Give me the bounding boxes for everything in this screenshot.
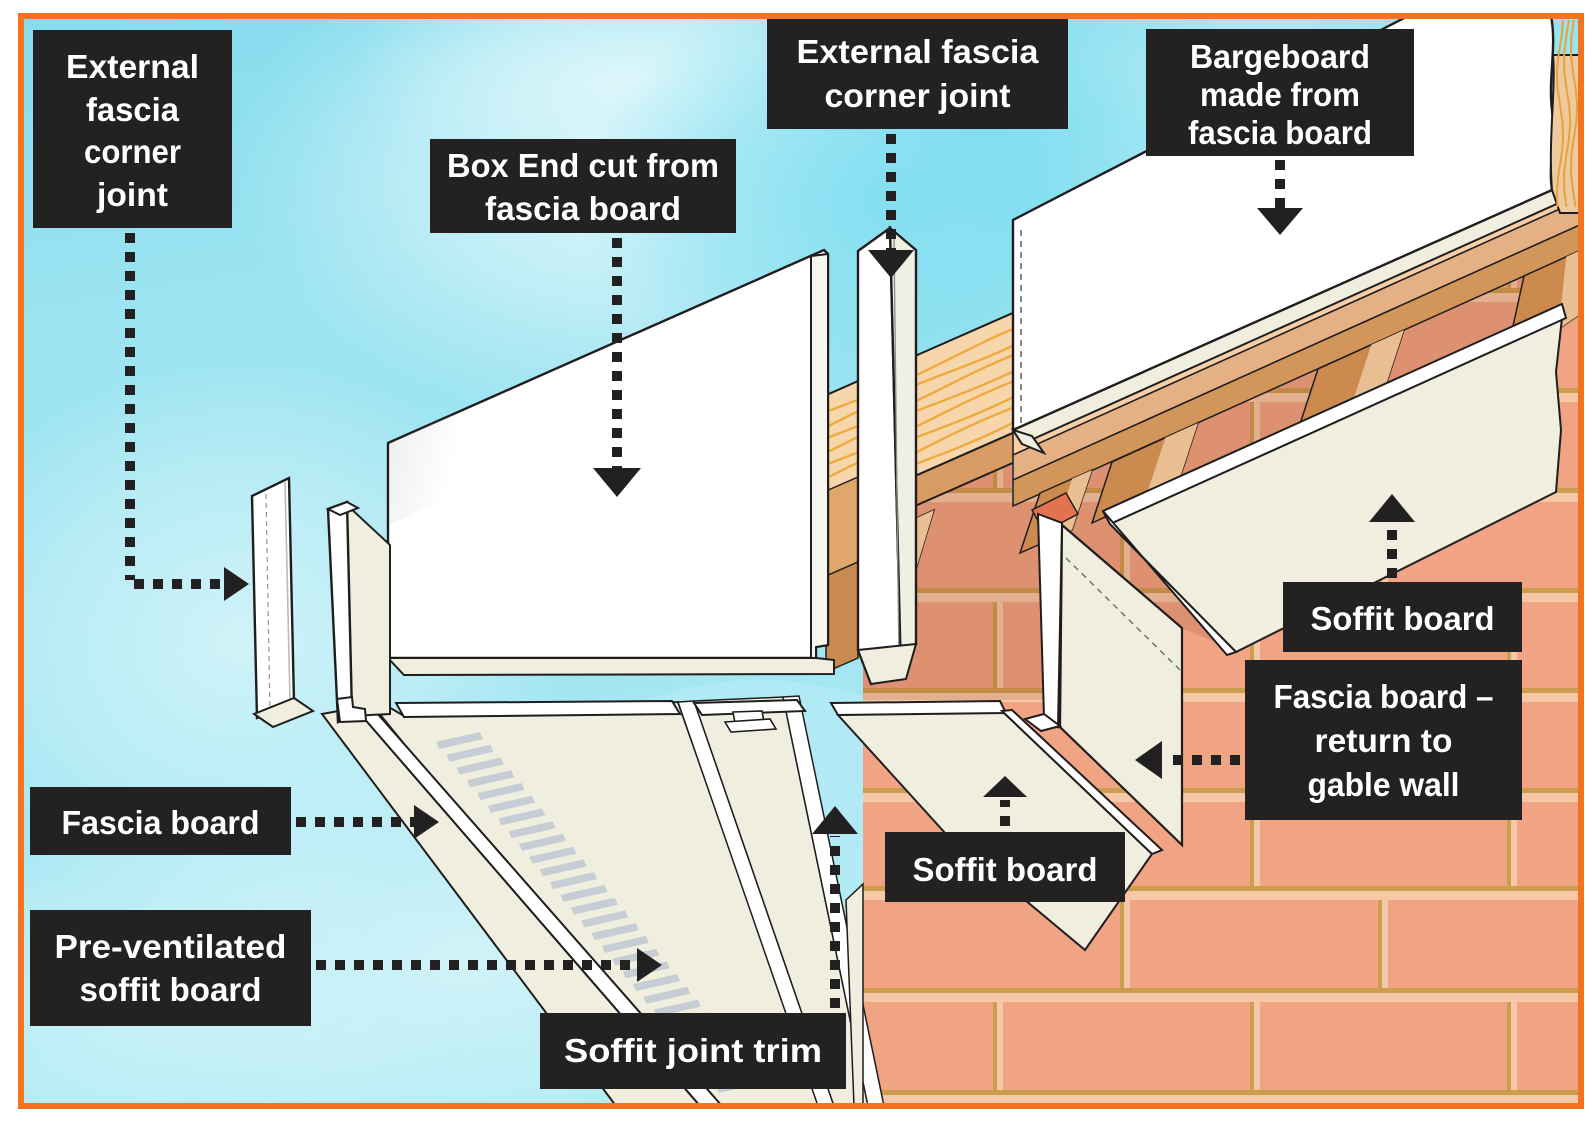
svg-text:gable wall: gable wall [1308,766,1460,803]
svg-text:return to: return to [1315,722,1453,759]
svg-text:External fascia: External fascia [797,33,1040,70]
svg-text:Fascia board –: Fascia board – [1274,678,1494,715]
svg-text:External: External [66,48,199,85]
svg-text:Soffit board: Soffit board [1311,600,1495,637]
svg-text:Pre-ventilated: Pre-ventilated [55,928,287,965]
svg-text:fascia board: fascia board [485,190,681,227]
svg-text:made from: made from [1200,76,1360,113]
svg-text:soffit board: soffit board [80,971,262,1008]
svg-text:Fascia board: Fascia board [62,804,260,841]
svg-text:fascia board: fascia board [1188,114,1372,151]
svg-text:corner joint: corner joint [825,77,1011,114]
svg-text:Bargeboard: Bargeboard [1190,38,1370,75]
svg-text:fascia: fascia [86,91,180,128]
svg-text:corner: corner [84,133,181,170]
svg-text:Box End cut from: Box End cut from [447,147,719,184]
svg-text:joint: joint [96,176,168,213]
svg-text:Soffit joint trim: Soffit joint trim [564,1032,822,1069]
svg-text:Soffit board: Soffit board [913,851,1098,888]
